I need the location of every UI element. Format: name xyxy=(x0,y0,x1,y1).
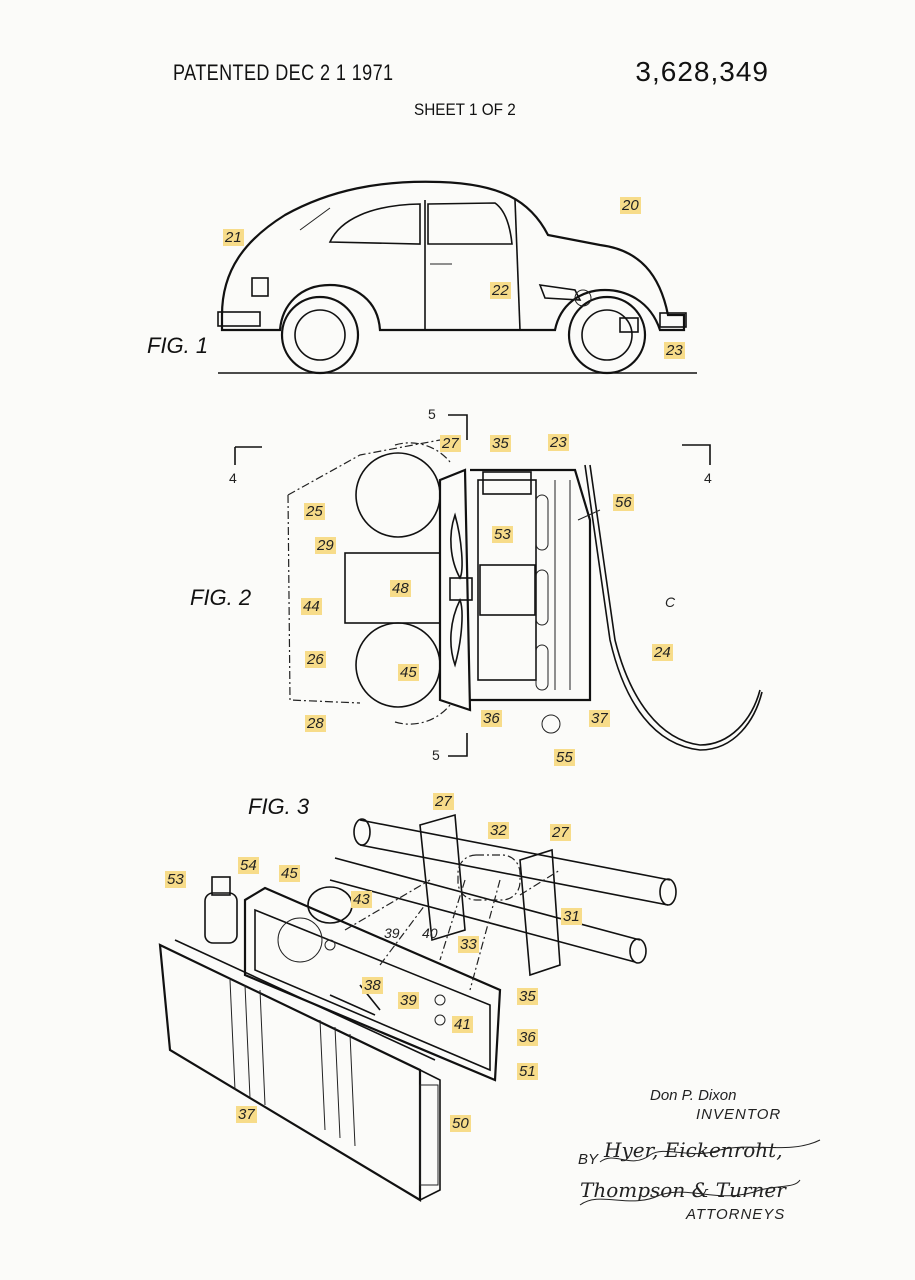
callout: 32 xyxy=(488,822,509,839)
callout: 50 xyxy=(450,1115,471,1132)
plain-label: 39 xyxy=(384,925,400,941)
plain-label: 40 xyxy=(422,925,438,941)
callout: 37 xyxy=(589,710,610,727)
callout: 26 xyxy=(305,651,326,668)
fig2-label: FIG. 2 xyxy=(190,585,252,610)
callout: 20 xyxy=(620,197,641,214)
callout: 21 xyxy=(223,229,244,246)
callout: 23 xyxy=(548,434,569,451)
callout: 25 xyxy=(304,503,325,520)
attorney-signature-line1: Hyer, Eickenroht, xyxy=(604,1138,783,1162)
section-mark: 5 xyxy=(428,406,436,422)
callout: 44 xyxy=(301,598,322,615)
callout: 29 xyxy=(315,537,336,554)
callout: 45 xyxy=(279,865,300,882)
callout: 43 xyxy=(351,891,372,908)
callout: 48 xyxy=(390,580,411,597)
callout: 39 xyxy=(398,992,419,1009)
callout: 27 xyxy=(550,824,571,841)
callout: 36 xyxy=(517,1029,538,1046)
callout: 51 xyxy=(517,1063,538,1080)
by-label: BY xyxy=(578,1151,599,1168)
callout: 27 xyxy=(440,435,461,452)
fig1-car-drawing xyxy=(217,180,697,375)
callout: 22 xyxy=(490,282,511,299)
callout: 23 xyxy=(664,342,685,359)
section-mark: 5 xyxy=(432,747,440,763)
callout: 37 xyxy=(236,1106,257,1123)
callout: 36 xyxy=(481,710,502,727)
callout: 56 xyxy=(613,494,634,511)
fig1-label: FIG. 1 xyxy=(147,333,209,358)
attorneys-role: ATTORNEYS xyxy=(686,1206,786,1223)
region-label-c: C xyxy=(665,594,676,610)
fig2-drawing xyxy=(234,414,763,757)
callout: 54 xyxy=(238,857,259,874)
section-mark: 4 xyxy=(229,470,237,486)
patent-number: 3,628,349 xyxy=(635,56,769,87)
attorney-signature-line2: Thompson & Turner xyxy=(580,1178,786,1202)
callout: 28 xyxy=(305,715,326,732)
patent-date: PATENTED DEC 2 1 1971 xyxy=(173,60,394,85)
callout: 38 xyxy=(362,977,383,994)
callout: 35 xyxy=(490,435,511,452)
attorney-signature-strokes xyxy=(579,1139,821,1206)
callout: 41 xyxy=(452,1016,473,1033)
inventor-name: Don P. Dixon xyxy=(650,1087,737,1104)
callout: 55 xyxy=(554,749,575,766)
callout: 24 xyxy=(652,644,673,661)
fig3-drawing xyxy=(158,813,677,1202)
callout: 45 xyxy=(398,664,419,681)
inventor-role: INVENTOR xyxy=(696,1106,782,1123)
callout: 35 xyxy=(517,988,538,1005)
callout: 31 xyxy=(561,908,582,925)
callout: 53 xyxy=(492,526,513,543)
fig3-label: FIG. 3 xyxy=(248,794,310,819)
section-mark: 4 xyxy=(704,470,712,486)
callout: 33 xyxy=(458,936,479,953)
callout: 27 xyxy=(433,793,454,810)
callout: 53 xyxy=(165,871,186,888)
sheet-number: SHEET 1 OF 2 xyxy=(414,100,516,119)
